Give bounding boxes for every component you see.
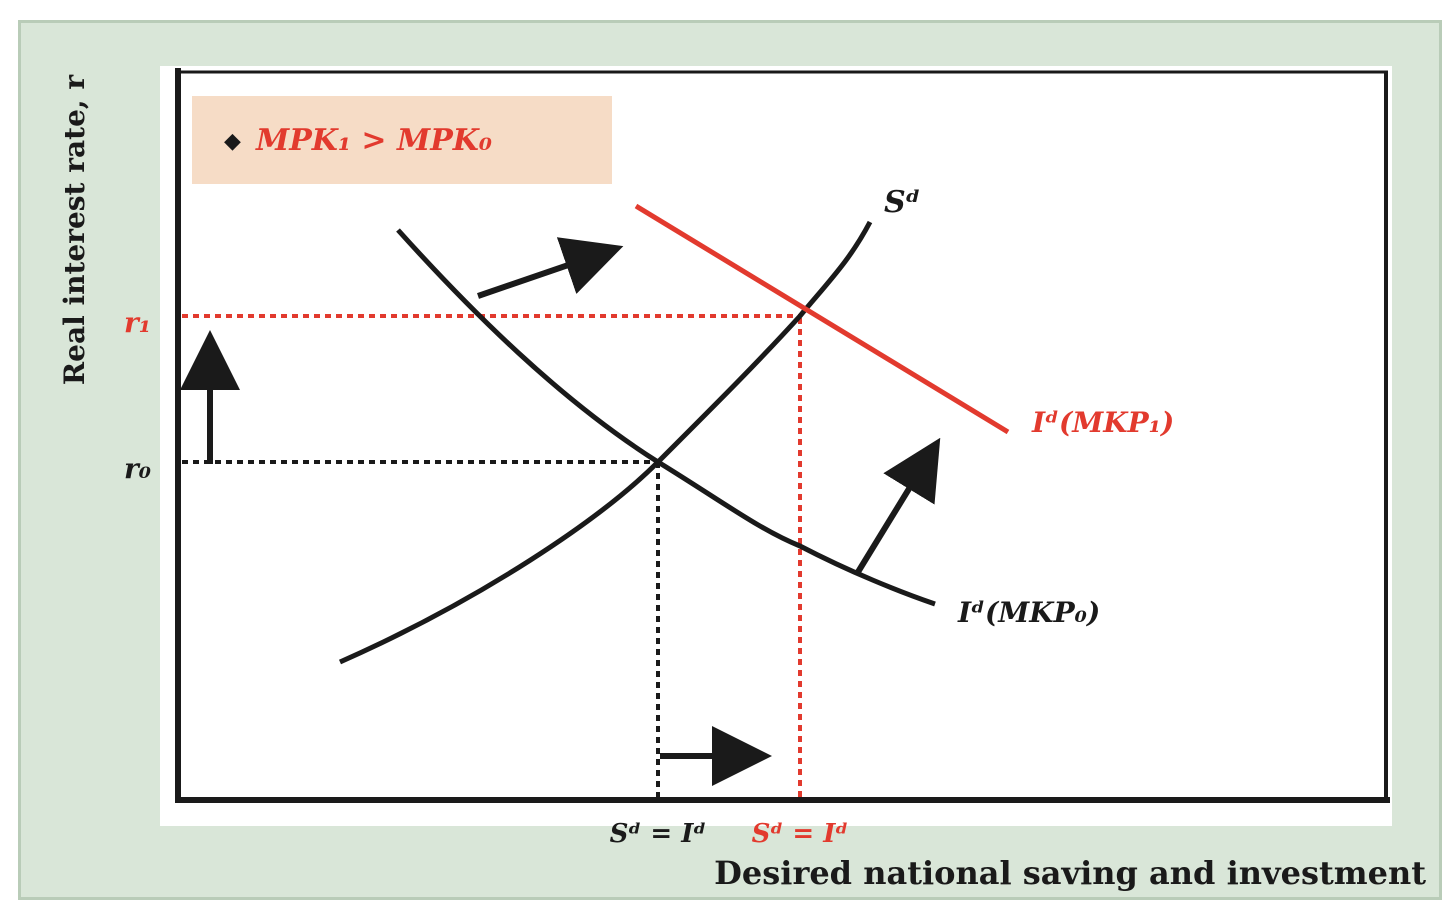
investment-curve-new (634, 203, 1010, 435)
legend-box (192, 96, 612, 184)
legend-text: MPK₁ > MPK₀ (255, 123, 492, 158)
eq0-tick-label: Sᵈ = Iᵈ (610, 819, 707, 849)
investment-curve-old (396, 228, 936, 607)
investment-new-label: Iᵈ(MKP₁) (1031, 406, 1174, 439)
shift-arrow-upper (477, 237, 624, 299)
x-axis-label: Desired national saving and investment (714, 854, 1426, 892)
y-axis-label: Real interest rate, r (58, 74, 91, 386)
investment-old-label: Iᵈ(MKP₀) (957, 596, 1100, 629)
r0-tick-label: r₀ (124, 452, 151, 485)
legend-bullet: ◆ (224, 128, 241, 154)
plot-panel (160, 66, 1392, 826)
saving-curve (338, 220, 873, 665)
saving-curve-label: Sᵈ (884, 185, 921, 220)
r1-tick-label: r₁ (124, 306, 151, 339)
eq1-tick-label: Sᵈ = Iᵈ (752, 819, 849, 849)
shift-arrow-lower (855, 437, 941, 574)
